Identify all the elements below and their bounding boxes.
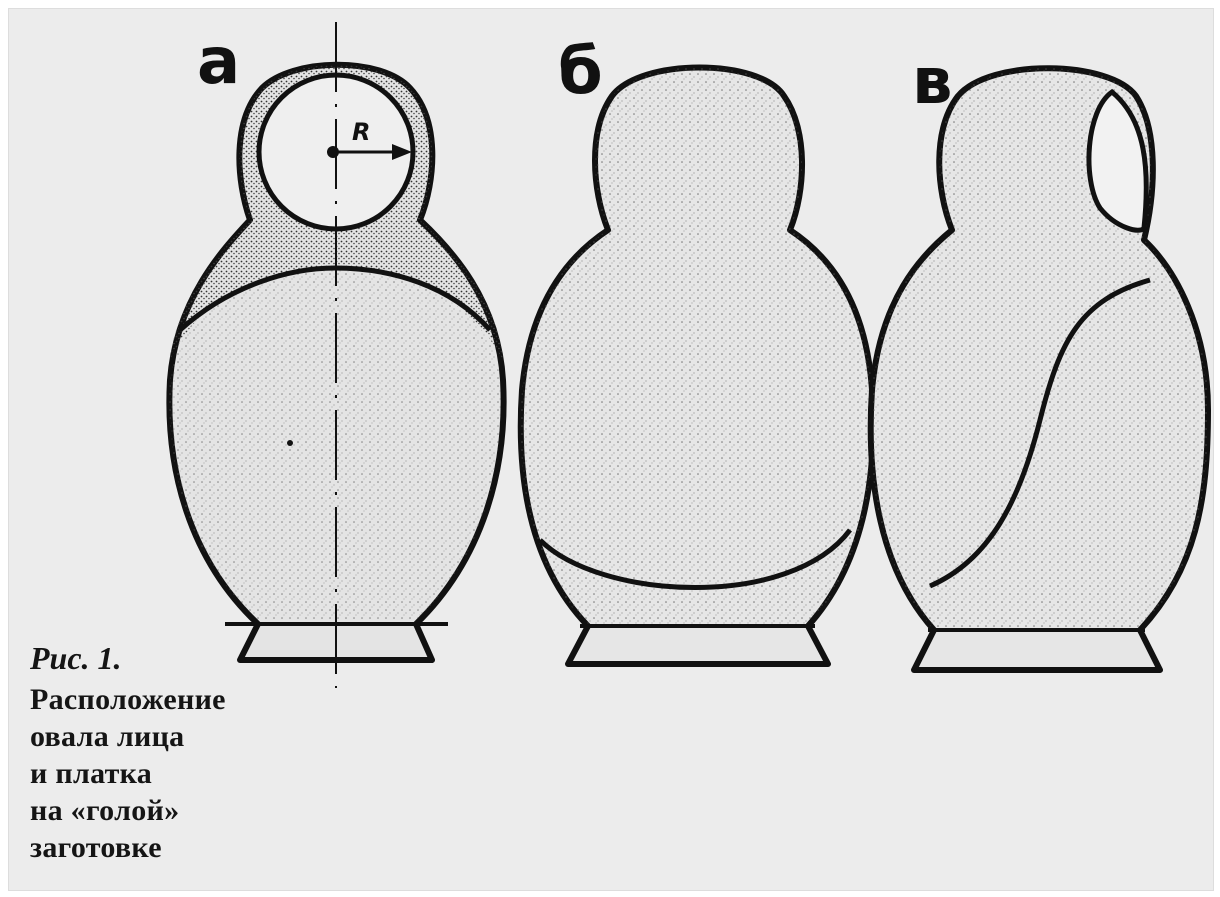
caption-line: и платка	[30, 755, 226, 792]
matryoshka-b	[521, 68, 873, 665]
caption-line: овала лица	[30, 718, 226, 755]
label-b: б	[558, 40, 603, 104]
matryoshka-c	[871, 68, 1208, 670]
radius-label: R	[352, 118, 370, 146]
matryoshka-a	[169, 22, 503, 688]
body-center-mark	[287, 440, 293, 446]
doll-b-shade	[521, 68, 873, 627]
caption-line: Расположение	[30, 681, 226, 718]
label-v: в	[912, 50, 953, 114]
caption-line: на «голой»	[30, 792, 226, 829]
label-a: а	[197, 30, 240, 94]
figure-caption: Рис. 1. Расположение овала лица и платка…	[30, 640, 226, 866]
caption-line: заготовке	[30, 829, 226, 866]
caption-title: Рис. 1.	[30, 640, 226, 677]
doll-c-shade	[871, 68, 1208, 630]
